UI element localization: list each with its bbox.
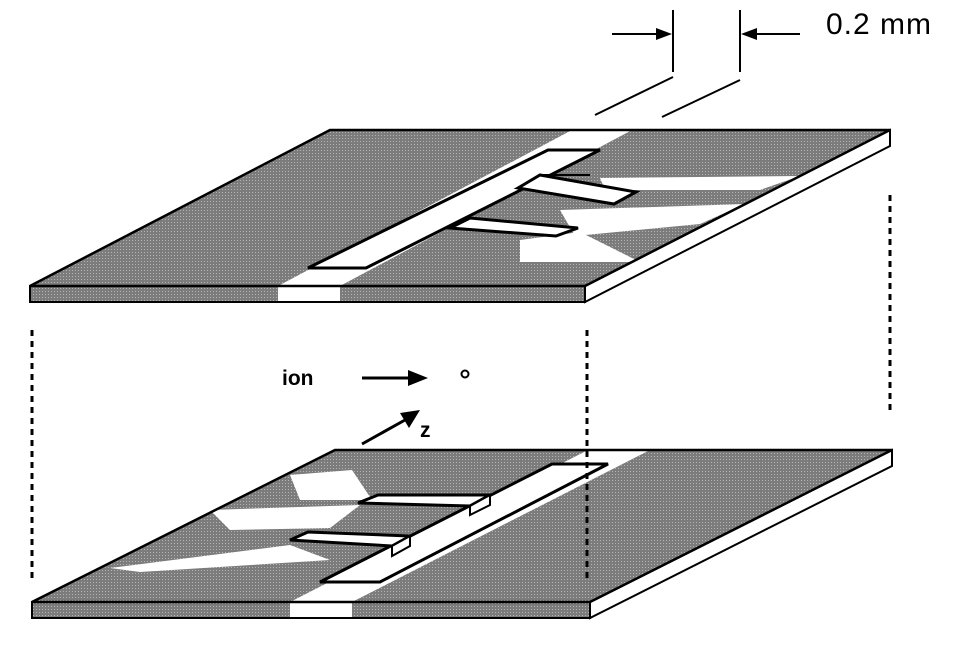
- dimension-marker: [594, 10, 800, 118]
- lower-finger-2-edge: [391, 534, 411, 558]
- lower-finger-1-edge: [469, 493, 491, 517]
- upper-long-slot: [307, 148, 601, 270]
- upper-finger-2: [444, 216, 579, 238]
- lower-finger-1: [357, 493, 491, 508]
- upper-fan-gap-3: [520, 232, 640, 262]
- z-axis-label: z: [420, 419, 431, 442]
- alignment-lines: [30, 195, 892, 578]
- lower-electrode-plate: [31, 448, 893, 620]
- ion-arrow: [362, 370, 428, 386]
- lower-fan-gap-2: [210, 505, 360, 530]
- ion-label: ion: [282, 367, 314, 390]
- ion-particle: [460, 369, 470, 379]
- upper-electrode-plate: [29, 128, 891, 304]
- dimension-label: 0.2 mm: [826, 8, 933, 41]
- lower-fan-gap-3: [110, 545, 330, 572]
- z-axis-arrow: [361, 410, 420, 446]
- upper-edge-gap: [278, 287, 340, 301]
- lower-edge-gap: [290, 603, 352, 617]
- upper-fan-gap-1: [600, 176, 800, 190]
- upper-finger-1: [513, 173, 641, 206]
- lower-fan-gap-1: [290, 470, 372, 500]
- upper-fan-gap-2: [560, 204, 745, 236]
